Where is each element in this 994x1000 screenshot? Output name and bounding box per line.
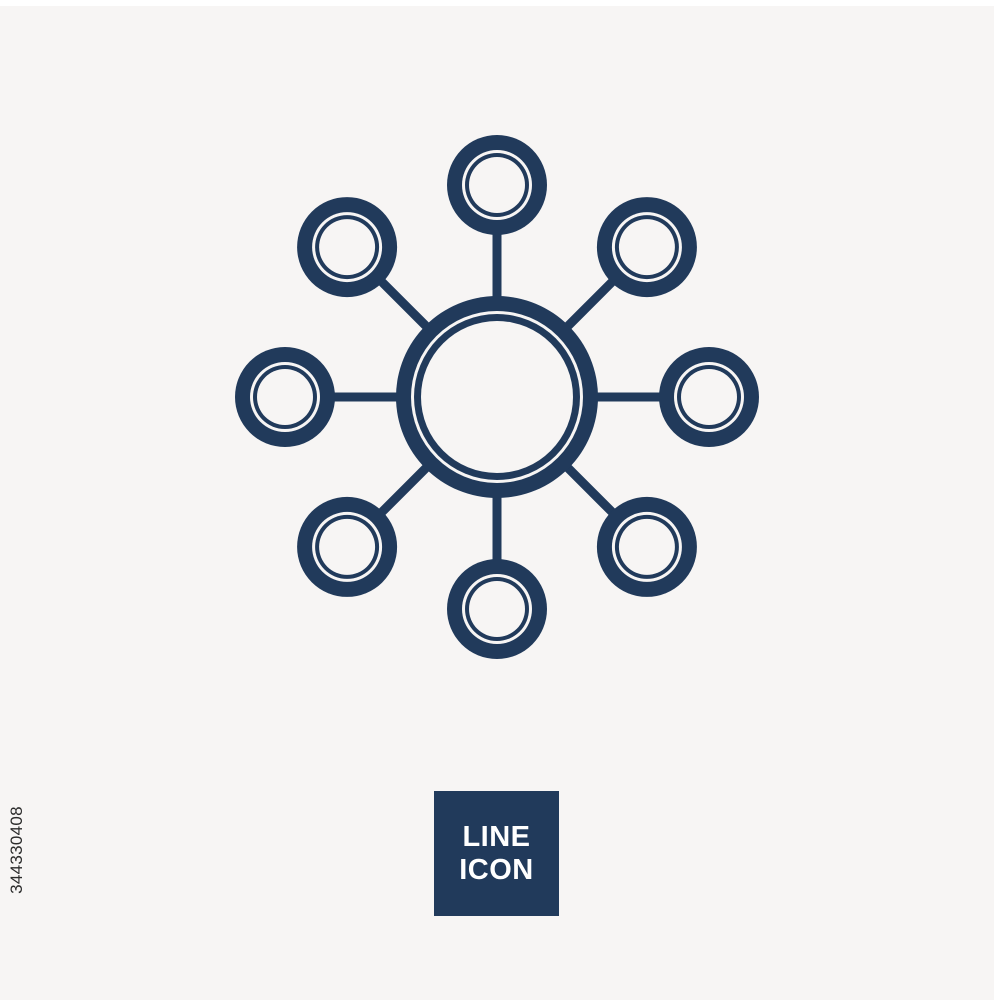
badge-line-1: LINE <box>462 820 531 853</box>
satellite-nodes <box>235 135 759 659</box>
satellite-node <box>297 496 398 597</box>
line-icon-badge: LINE ICON <box>434 791 559 916</box>
central-hub <box>396 296 598 498</box>
satellite-center <box>469 157 525 213</box>
hub-center <box>421 321 573 473</box>
satellite-node <box>235 347 335 447</box>
satellite-node <box>596 197 697 298</box>
satellite-center <box>681 369 737 425</box>
stock-id-text: 344330408 <box>7 806 27 894</box>
stock-id-label: 344330408 <box>4 760 30 940</box>
satellite-node <box>659 347 759 447</box>
satellite-center <box>257 369 313 425</box>
connector-line <box>376 462 432 518</box>
satellite-center <box>618 518 675 575</box>
satellite-center <box>319 518 376 575</box>
satellite-center <box>469 581 525 637</box>
connector-line <box>562 276 618 332</box>
satellite-node <box>297 197 398 298</box>
satellite-center <box>618 219 675 276</box>
connector-line <box>376 276 432 332</box>
connector-lines <box>331 231 663 563</box>
top-border <box>0 0 994 6</box>
satellite-node <box>596 496 697 597</box>
satellite-center <box>319 219 376 276</box>
satellite-node <box>447 135 547 235</box>
network-hub-icon <box>235 135 759 659</box>
connector-line <box>562 462 618 518</box>
badge-line-2: ICON <box>459 853 534 886</box>
satellite-node <box>447 559 547 659</box>
